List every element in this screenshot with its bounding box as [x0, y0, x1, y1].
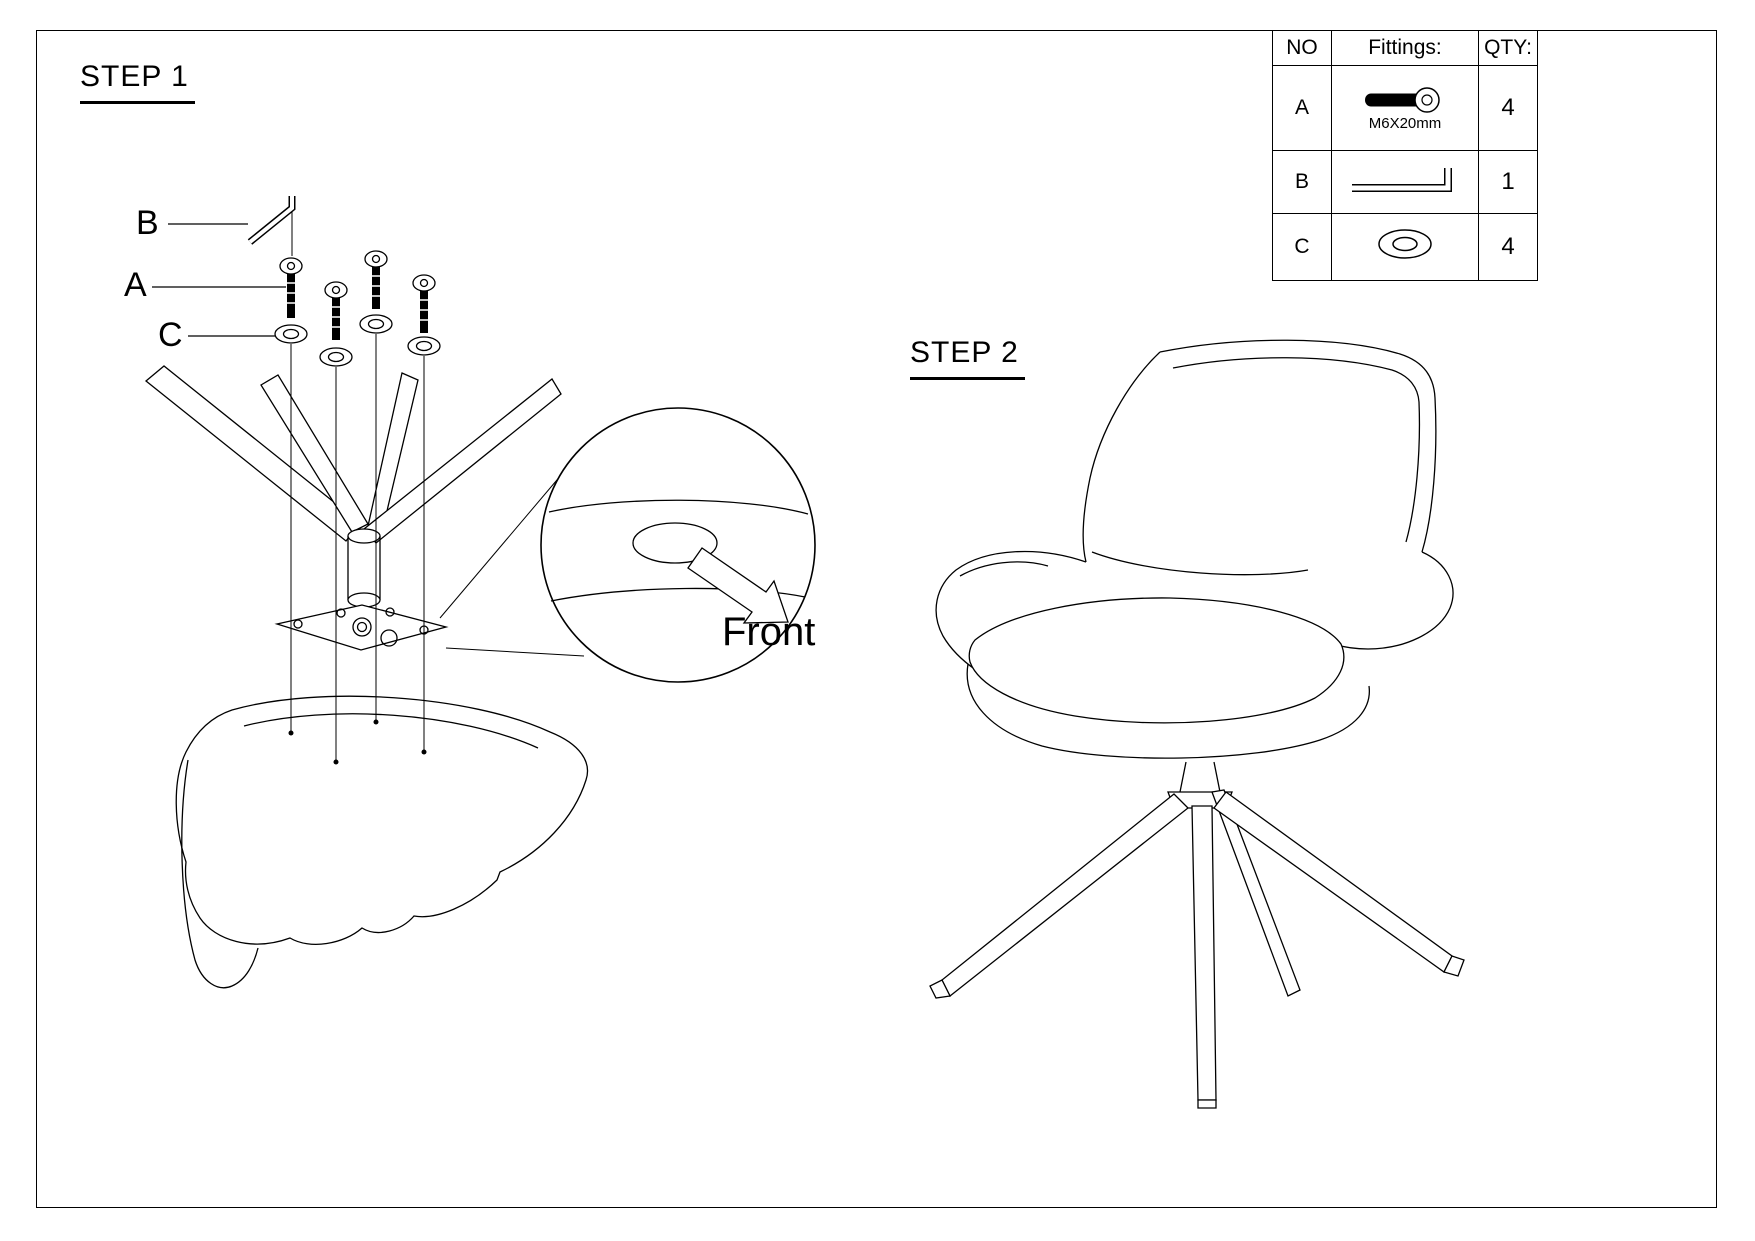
- fittings-table: NO Fittings: QTY: A M6X20mm 4 B: [1272, 30, 1538, 281]
- screw-1: [279, 257, 303, 318]
- header-fittings: Fittings:: [1331, 30, 1479, 66]
- screw-drawings: [279, 250, 436, 340]
- fittings-table-header: NO Fittings: QTY:: [1272, 30, 1538, 66]
- bolt-screw-icon: [1365, 86, 1440, 113]
- screw-spec: M6X20mm: [1368, 114, 1442, 132]
- front-arrow-icon: [687, 547, 789, 624]
- screw-guide-lines: [290, 334, 425, 760]
- table-row-c: C 4: [1272, 213, 1538, 281]
- washer-icon: [1378, 229, 1432, 259]
- row-a-no: A: [1272, 65, 1332, 151]
- part-label-a: A: [124, 266, 147, 304]
- allen-key-icon: [1352, 168, 1452, 192]
- page-border: [36, 30, 1717, 1208]
- seat-drawing: [175, 695, 588, 989]
- step2-chair-drawing: [929, 339, 1465, 1109]
- part-label-c: C: [158, 316, 183, 354]
- washer-drawings: [274, 314, 441, 367]
- screw-4: [412, 274, 436, 333]
- row-a-qty: 4: [1478, 65, 1538, 151]
- table-row-a: A M6X20mm 4: [1272, 65, 1538, 151]
- screw-3: [364, 250, 388, 309]
- screw-2: [324, 281, 348, 340]
- part-label-b: B: [136, 204, 159, 242]
- row-b-qty: 1: [1478, 150, 1538, 214]
- step2-title: STEP 2: [910, 336, 1025, 380]
- table-row-b: B 1: [1272, 150, 1538, 214]
- label-leader-lines: [152, 223, 286, 337]
- step1-title: STEP 1: [80, 60, 195, 104]
- mounting-plate-drawing: [274, 604, 449, 651]
- row-c-no: C: [1272, 213, 1332, 281]
- screw-guide-dots: [288, 719, 427, 765]
- header-no: NO: [1272, 30, 1332, 66]
- row-c-qty: 4: [1478, 213, 1538, 281]
- front-label: Front: [722, 610, 816, 654]
- allen-key-drawing: [247, 196, 296, 256]
- zoom-detail: [439, 407, 816, 683]
- swivel-base-drawing: [144, 365, 562, 620]
- header-qty: QTY:: [1478, 30, 1538, 66]
- row-b-no: B: [1272, 150, 1332, 214]
